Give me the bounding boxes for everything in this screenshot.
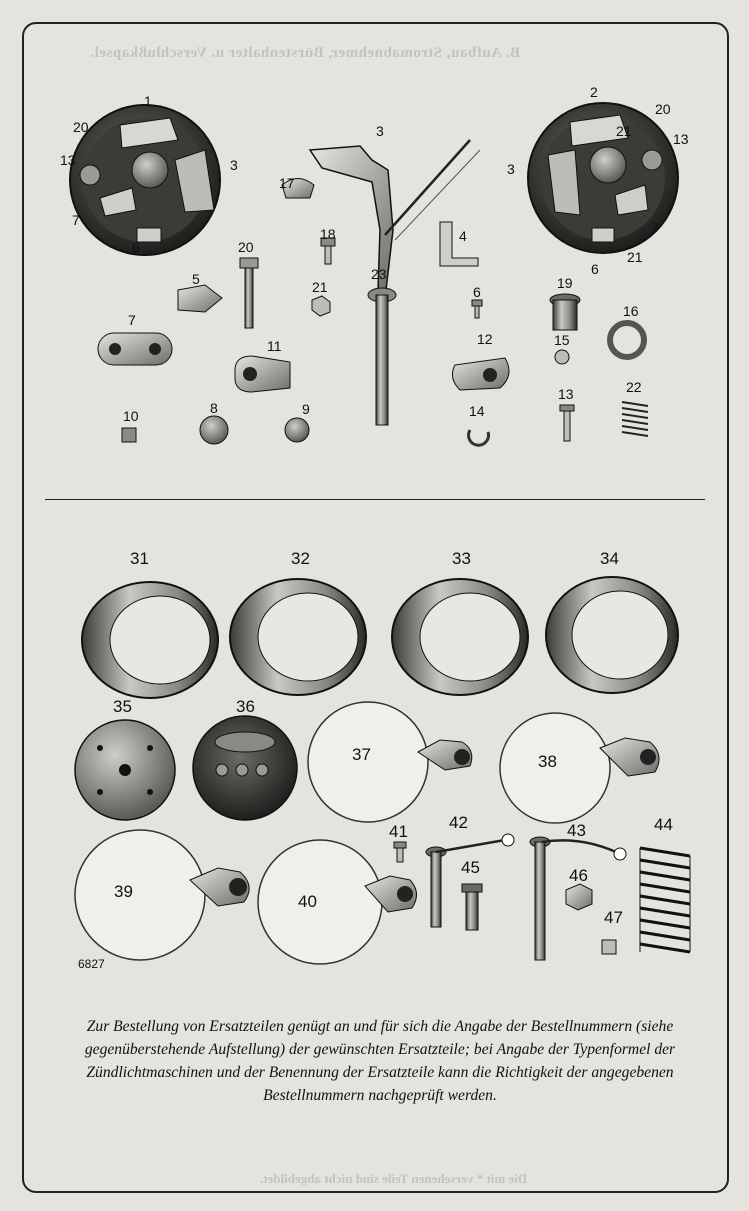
part-3-bracket xyxy=(308,139,481,291)
part-43-rod xyxy=(529,836,627,961)
label-part-7-link: 7 xyxy=(128,312,136,328)
label-part-1: 1 xyxy=(144,93,152,109)
part-47-sleeve xyxy=(601,939,617,955)
part-46-nut xyxy=(565,883,593,911)
label-part-6-left: 6 xyxy=(132,239,140,255)
label-part-7-left: 7 xyxy=(72,212,80,228)
part-12-lever xyxy=(451,357,510,391)
label-part-20-left: 20 xyxy=(73,119,89,135)
label-part-2: 2 xyxy=(590,84,598,100)
part-15-washer xyxy=(554,349,570,365)
label-part-21-nut: 21 xyxy=(312,279,328,295)
part-16-ring xyxy=(607,320,647,360)
label-part-13-right: 13 xyxy=(673,131,689,147)
label-part-40: 40 xyxy=(298,892,317,911)
label-part-6-right: 6 xyxy=(591,261,599,277)
part-36-cap xyxy=(192,715,298,821)
label-part-23: 23 xyxy=(371,266,387,282)
page-frame xyxy=(22,22,729,1193)
label-part-32: 32 xyxy=(291,549,310,568)
part-20-screw xyxy=(239,257,259,329)
part-23-long-bolt xyxy=(367,287,397,426)
figure-code: 6827 xyxy=(78,957,105,971)
label-part-35: 35 xyxy=(113,697,132,716)
part-42-bolt xyxy=(425,833,515,928)
part-35-disc xyxy=(74,719,176,821)
part-13-screw xyxy=(559,404,575,442)
part-22-spring xyxy=(621,401,649,437)
part-6-pin xyxy=(471,299,483,319)
part-11-lever xyxy=(234,355,291,393)
part-21-nut xyxy=(311,295,331,317)
part-37-plate xyxy=(307,701,473,823)
label-part-21-top: 21 xyxy=(616,123,632,139)
part-2-collector-right xyxy=(527,102,679,254)
label-part-38: 38 xyxy=(538,752,557,771)
part-10-bush xyxy=(121,427,137,443)
part-4-angle-plate xyxy=(439,221,479,267)
label-part-39: 39 xyxy=(114,882,133,901)
label-part-20-screw: 20 xyxy=(238,239,254,255)
label-part-3-right: 3 xyxy=(507,161,515,177)
part-17-clip xyxy=(281,178,315,199)
label-part-17: 17 xyxy=(279,175,295,191)
label-part-43: 43 xyxy=(567,821,586,840)
part-9-roller xyxy=(284,417,310,443)
ordering-caption: Zur Bestellung von Ersatzteilen genügt a… xyxy=(84,1018,676,1104)
label-part-21-right: 21 xyxy=(627,249,643,265)
part-5-carbon xyxy=(177,284,223,313)
label-part-19: 19 xyxy=(557,275,573,291)
part-7-link xyxy=(97,332,173,366)
label-part-33: 33 xyxy=(452,549,471,568)
label-part-18: 18 xyxy=(320,226,336,242)
part-44-spring xyxy=(639,846,691,954)
label-part-31: 31 xyxy=(130,549,149,568)
label-part-42: 42 xyxy=(449,813,468,832)
label-part-3: 3 xyxy=(376,123,384,139)
part-38-plate xyxy=(499,712,660,824)
section-divider xyxy=(45,499,705,500)
label-part-16: 16 xyxy=(623,303,639,319)
label-part-12: 12 xyxy=(477,331,493,347)
part-31-ring xyxy=(81,581,219,699)
part-19-sleeve xyxy=(549,293,581,331)
part-45-stud xyxy=(461,883,483,931)
label-part-13-left: 13 xyxy=(60,152,76,168)
label-part-22: 22 xyxy=(626,379,642,395)
part-14-circlip xyxy=(467,429,491,447)
part-39-plate xyxy=(74,829,250,961)
label-part-7-right: 7 xyxy=(651,220,659,236)
part-34-ring xyxy=(545,576,679,694)
label-part-6-pin: 6 xyxy=(473,284,481,300)
label-part-9: 9 xyxy=(302,401,310,417)
label-part-5: 5 xyxy=(192,271,200,287)
label-part-46: 46 xyxy=(569,866,588,885)
label-part-44: 44 xyxy=(654,815,673,834)
label-part-34: 34 xyxy=(600,549,619,568)
part-33-ring xyxy=(391,578,529,696)
part-8-roller xyxy=(199,415,229,445)
label-part-4: 4 xyxy=(459,228,467,244)
part-18-small-screw xyxy=(320,237,336,265)
label-part-13-screw: 13 xyxy=(558,386,574,402)
part-1-collector-left xyxy=(69,104,221,256)
label-part-15: 15 xyxy=(554,332,570,348)
part-32-ring xyxy=(229,578,367,696)
label-part-10: 10 xyxy=(123,408,139,424)
part-40-plate xyxy=(257,839,417,965)
label-part-41: 41 xyxy=(389,822,408,841)
label-part-11: 11 xyxy=(267,338,282,354)
label-part-45: 45 xyxy=(461,858,480,877)
label-part-14: 14 xyxy=(469,403,485,419)
part-41-screw xyxy=(393,841,407,863)
label-part-3-left: 3 xyxy=(230,157,238,173)
label-part-8: 8 xyxy=(210,400,218,416)
label-part-20-right: 20 xyxy=(655,101,671,117)
label-part-47: 47 xyxy=(604,908,623,927)
label-part-37: 37 xyxy=(352,745,371,764)
label-part-36: 36 xyxy=(236,697,255,716)
